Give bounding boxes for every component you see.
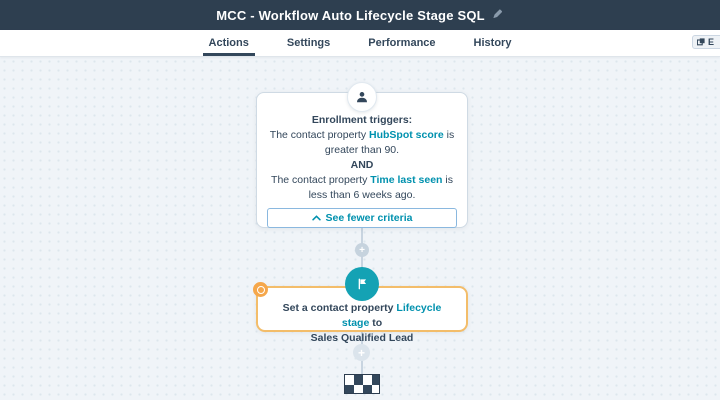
tab-bar: Actions Settings Performance History E — [0, 30, 720, 57]
workflow-title: MCC - Workflow Auto Lifecycle Stage SQL — [216, 8, 504, 23]
workflow-end-checkered-flag — [344, 374, 380, 394]
enrollment-criterion-2: The contact property Time last seen is l… — [271, 174, 453, 201]
tab-settings[interactable]: Settings — [281, 30, 336, 56]
action-description: Set a contact property Lifecycle stage t… — [268, 301, 456, 346]
action-flag-icon — [345, 267, 379, 301]
toolbar-button-partial[interactable]: E — [692, 35, 720, 49]
clone-icon — [697, 38, 705, 46]
property-link-lifecycle-stage[interactable]: Lifecycle stage — [341, 302, 442, 329]
plus-icon: + — [359, 244, 365, 256]
tab-history[interactable]: History — [468, 30, 518, 56]
tab-actions[interactable]: Actions — [202, 30, 256, 56]
contact-person-icon — [347, 82, 377, 112]
chevron-up-icon — [311, 215, 321, 221]
tab-performance[interactable]: Performance — [362, 30, 441, 56]
workflow-canvas: Enrollment triggers: The contact propert… — [0, 57, 720, 400]
enrollment-criterion-1: The contact property HubSpot score is gr… — [269, 129, 455, 156]
property-link-hubspot-score[interactable]: HubSpot score — [369, 129, 444, 141]
warning-badge-icon — [253, 282, 268, 297]
see-fewer-criteria-label: See fewer criteria — [325, 212, 413, 224]
page-title: MCC - Workflow Auto Lifecycle Stage SQL — [216, 7, 485, 23]
enrollment-trigger-card[interactable]: Enrollment triggers: The contact propert… — [256, 92, 468, 228]
action-value: Sales Qualified Lead — [310, 332, 414, 344]
plus-icon: + — [357, 345, 365, 360]
workflow-title-bar: MCC - Workflow Auto Lifecycle Stage SQL — [0, 0, 720, 30]
enrollment-title: Enrollment triggers: — [311, 114, 413, 126]
property-link-time-last-seen[interactable]: Time last seen — [370, 174, 443, 186]
edit-title-pencil-icon[interactable] — [492, 9, 504, 21]
add-step-button[interactable]: + — [353, 344, 370, 361]
see-fewer-criteria-button[interactable]: See fewer criteria — [267, 208, 457, 228]
criteria-operator: AND — [350, 159, 374, 171]
add-step-button[interactable]: + — [355, 243, 369, 257]
toolbar-button-label: E — [708, 37, 715, 47]
